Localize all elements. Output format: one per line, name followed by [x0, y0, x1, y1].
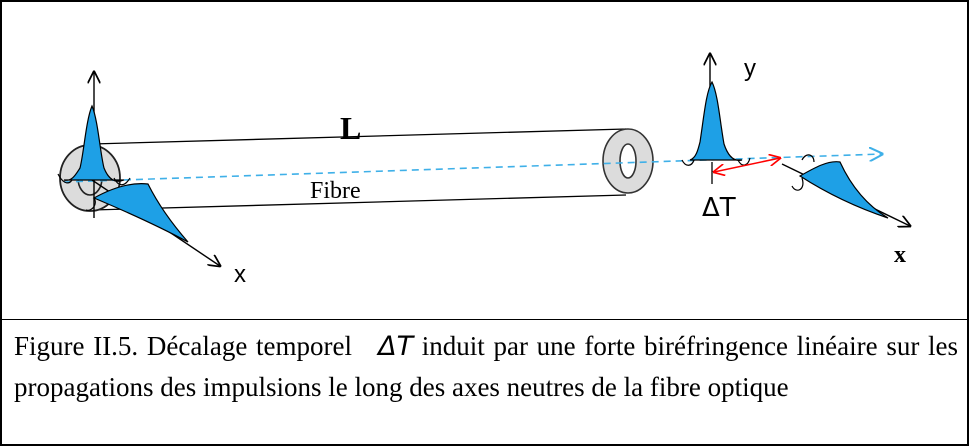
- output-x-label: x: [894, 242, 906, 268]
- fiber-top-edge: [91, 128, 627, 145]
- output-y-pulse: [689, 80, 743, 161]
- input-x-pulse-ripple: [85, 197, 96, 211]
- figure-caption: Figure II.5. Décalage temporel ΔT induit…: [14, 326, 958, 407]
- caption-delta-t: ΔT: [378, 331, 414, 362]
- caption-suffix: induit par une forte biréfringence linéa…: [14, 331, 959, 402]
- output-x-pulse: [798, 161, 889, 219]
- fiber-output-end: [602, 128, 654, 194]
- fiber-bottom-edge: [91, 194, 627, 211]
- delay-arrow: [714, 158, 780, 172]
- input-y-pulse: [63, 104, 125, 182]
- propagation-axis: [63, 154, 882, 183]
- output-y-label: y: [744, 55, 756, 82]
- fiber-label: Fibre: [310, 178, 361, 204]
- delta-t-label: ΔT: [702, 193, 736, 223]
- length-label: L: [340, 110, 361, 146]
- caption-prefix: Figure II.5. Décalage temporel: [14, 331, 352, 361]
- input-x-pulse: [92, 183, 189, 243]
- input-x-label: x: [234, 261, 246, 288]
- fiber-diagram: L Fibre x y ΔT x: [57, 2, 967, 288]
- output-x-pulse-ripple: [791, 154, 815, 191]
- caption-divider: [0, 319, 969, 320]
- input-y-pulse-ripple: [57, 173, 131, 186]
